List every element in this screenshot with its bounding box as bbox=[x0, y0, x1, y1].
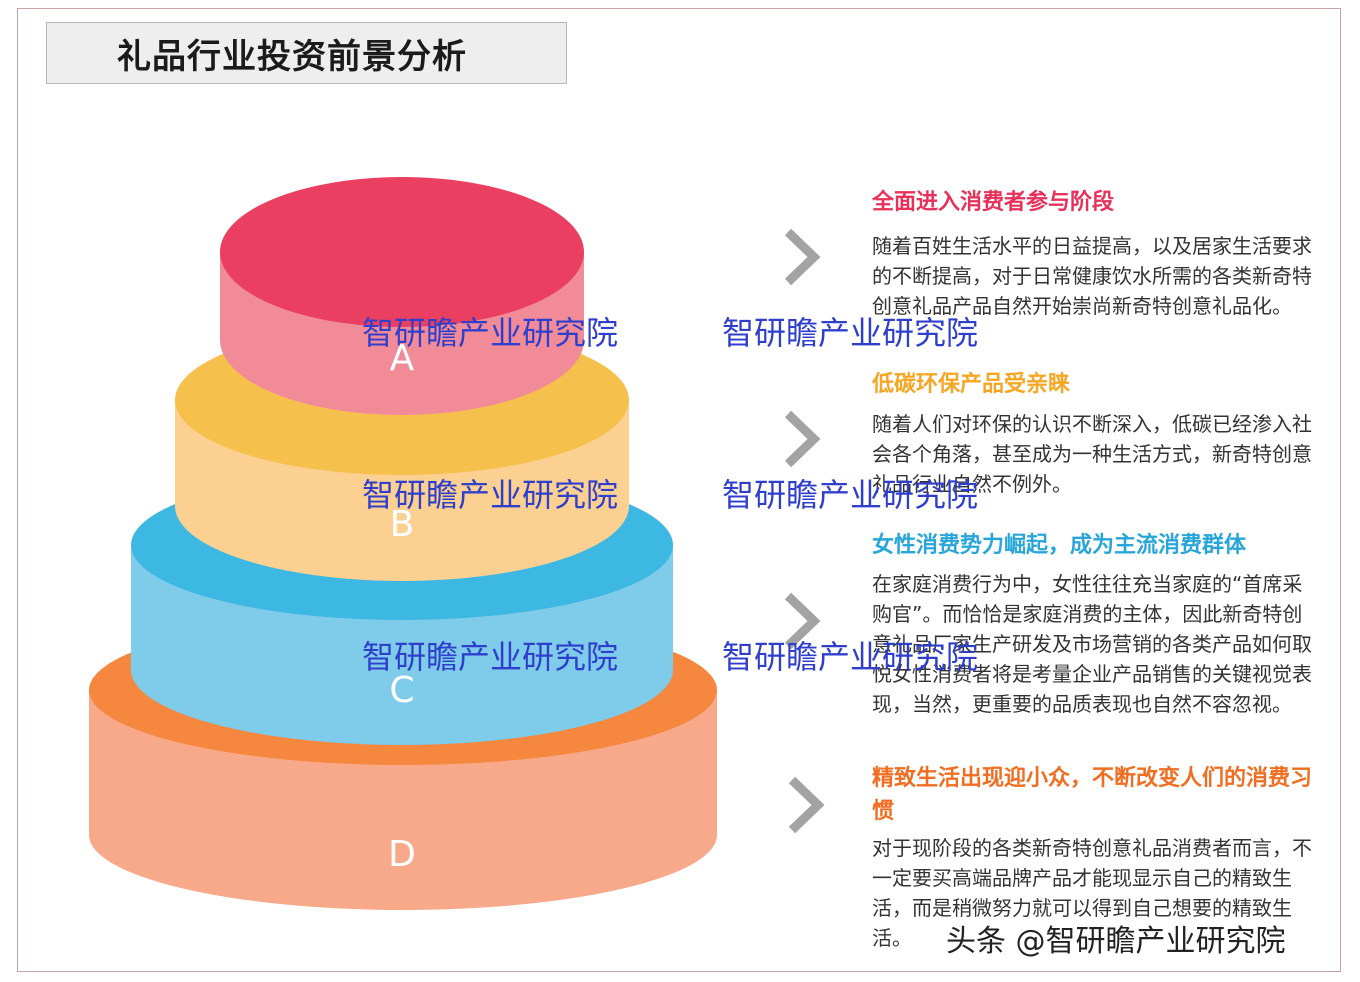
section-2-title: 低碳环保产品受亲睐 bbox=[872, 372, 1071, 397]
section-1-body: 随着百姓生活水平的日益提高，以及居家生活要求的不断提高，对于日常健康饮水所需的各… bbox=[872, 234, 1312, 318]
layer-a-label: A bbox=[389, 338, 415, 379]
layer-d-label: D bbox=[388, 834, 416, 875]
section-3-body: 在家庭消费行为中，女性往往充当家庭的“首席采购官”。而恰恰是家庭消费的主体，因此… bbox=[872, 572, 1312, 716]
chevron-right-icon bbox=[784, 228, 821, 286]
layer-c-label: C bbox=[389, 670, 415, 711]
layer-b-label: B bbox=[389, 504, 415, 545]
watermark-text: 智研瞻产业研究院 bbox=[722, 314, 979, 352]
section-4-body: 对于现阶段的各类新奇特创意礼品消费者而言，不一定要买高端品牌产品才能现显示自己的… bbox=[872, 836, 1312, 950]
watermark-text: 智研瞻产业研究院 bbox=[362, 314, 619, 352]
watermark-text: 智研瞻产业研究院 bbox=[362, 638, 619, 676]
chevron-right-icon bbox=[784, 410, 821, 468]
footer-watermark: 头条 @智研瞻产业研究院 bbox=[946, 924, 1286, 959]
chevron-right-icon bbox=[784, 592, 821, 650]
watermark-text: 智研瞻产业研究院 bbox=[362, 476, 619, 514]
watermark-text: 智研瞻产业研究院 bbox=[722, 476, 979, 514]
section-1-title: 全面进入消费者参与阶段 bbox=[872, 190, 1115, 215]
chevron-right-icon bbox=[788, 776, 825, 834]
page-frame bbox=[17, 8, 1341, 972]
section-2-body: 随着人们对环保的认识不断深入，低碳已经渗入社会各个角落，甚至成为一种生活方式，新… bbox=[872, 412, 1312, 496]
section-3-title: 女性消费势力崛起，成为主流消费群体 bbox=[872, 533, 1247, 558]
section-4-title: 精致生活出现迎小众，不断改变人们的消费习惯 bbox=[872, 766, 1313, 824]
layer-a bbox=[220, 177, 584, 415]
layer-a-top bbox=[220, 177, 584, 327]
page-title: 礼品行业投资前景分析 bbox=[46, 22, 567, 84]
watermark-text: 智研瞻产业研究院 bbox=[722, 638, 979, 676]
